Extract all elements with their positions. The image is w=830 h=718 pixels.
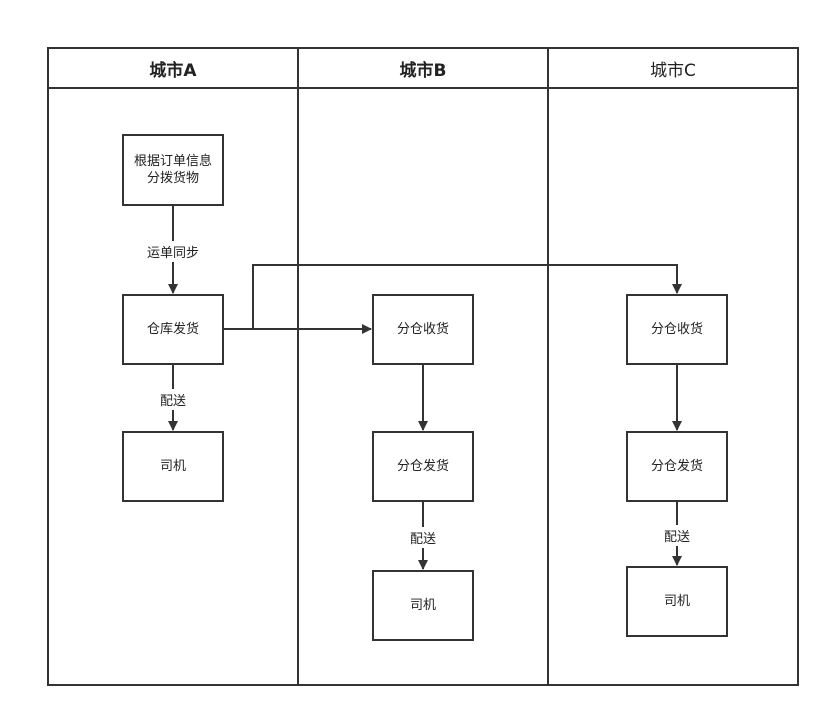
node-b-receive: 分仓收货 bbox=[396, 322, 449, 337]
node-c-driver: 司机 bbox=[663, 594, 690, 609]
node-a-driver: 司机 bbox=[159, 459, 186, 474]
lane-title-city-b: 城市B bbox=[399, 60, 447, 81]
edge-warehouse-to-c-receive bbox=[252, 264, 682, 329]
node-c-ship: 分仓发货 bbox=[650, 459, 703, 474]
lane-title-city-a: 城市A bbox=[149, 60, 197, 81]
node-a-allocate-line-1: 根据订单信息 bbox=[133, 154, 212, 169]
edge-label-deliver-b: 配送 bbox=[409, 527, 438, 548]
swimlane-frame bbox=[47, 47, 799, 686]
node-box-b-driver bbox=[372, 570, 474, 641]
node-box-c-receive bbox=[626, 294, 728, 365]
edge-label-deliver-a: 配送 bbox=[159, 389, 188, 410]
node-box-a-driver bbox=[122, 431, 224, 502]
node-a-warehouse-ship: 仓库发货 bbox=[146, 322, 199, 337]
node-box-a-allocate bbox=[122, 134, 224, 206]
node-box-c-driver bbox=[626, 566, 728, 637]
node-c-receive: 分仓收货 bbox=[650, 322, 703, 337]
node-a-allocate: 根据订单信息 分拨货物 bbox=[123, 135, 223, 205]
node-a-allocate-line-2: 分拨货物 bbox=[146, 171, 199, 186]
node-b-ship: 分仓发货 bbox=[396, 459, 449, 474]
node-box-b-ship bbox=[372, 431, 474, 502]
lane-title-city-c: 城市C bbox=[650, 60, 696, 81]
edge-label-deliver-c: 配送 bbox=[663, 525, 692, 546]
node-b-driver: 司机 bbox=[409, 598, 436, 613]
edge-label-waybill-sync: 运单同步 bbox=[146, 241, 201, 262]
